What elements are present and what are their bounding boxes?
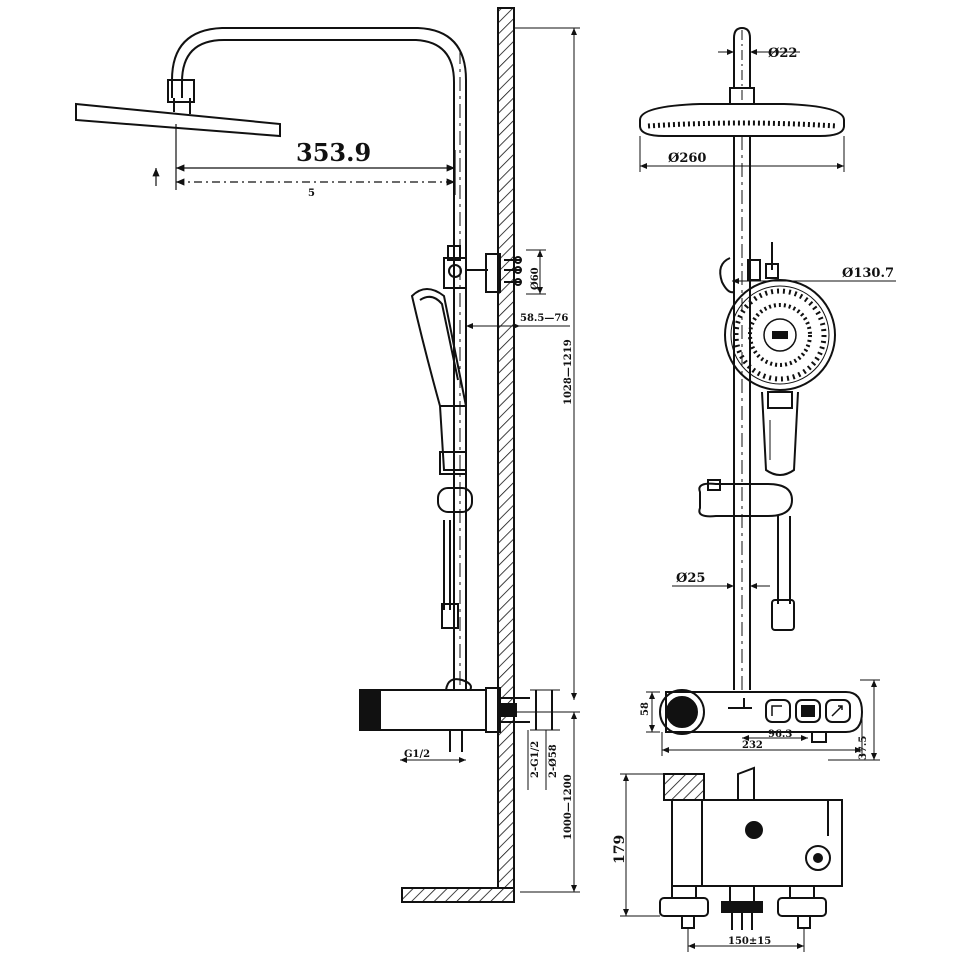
valve-inlet-label: G1/2 xyxy=(404,749,430,760)
valve-depth-label: 37.5 xyxy=(858,736,869,760)
valve-height-label: 58 xyxy=(640,702,651,716)
arm-reach-small-label: 5 xyxy=(308,188,315,199)
riser-front xyxy=(733,136,751,690)
valve-front xyxy=(659,689,864,743)
hand-shower-dia-label: Ø130.7 xyxy=(842,266,894,281)
hand-shower-side xyxy=(410,288,467,475)
body-height-label: 179 xyxy=(612,835,628,864)
valve-body-bottom xyxy=(659,766,843,930)
inlet-thread-label: 2-G1/2 xyxy=(530,741,541,778)
hand-shower-front xyxy=(724,279,836,476)
head-dia-label: Ø260 xyxy=(668,151,706,166)
wall-bracket xyxy=(443,245,546,295)
wall xyxy=(401,7,515,903)
valve-side xyxy=(359,678,580,752)
mount-height-label: 1000—1200 xyxy=(563,774,574,840)
bracket-offset-label: 58.5—76 xyxy=(520,313,568,324)
valve-offset-label: 96.3 xyxy=(768,729,792,740)
arm-reach-label: 353.9 xyxy=(296,138,371,167)
top-pipe xyxy=(733,26,751,88)
inlet-spacing-label: 150±15 xyxy=(728,936,771,947)
valve-width-label: 232 xyxy=(742,740,763,751)
bracket-dia-label: Ø60 xyxy=(530,267,541,290)
rain-head-side xyxy=(75,102,281,138)
slider-front xyxy=(698,479,795,631)
rain-head-front xyxy=(639,103,845,137)
arm-connector xyxy=(167,79,195,103)
rail-slider xyxy=(437,487,473,629)
total-height-label: 1028—1219 xyxy=(563,339,574,405)
arm-reach-dimension xyxy=(152,124,456,195)
top-pipe-dia-label: Ø22 xyxy=(768,46,797,61)
overhead-arm xyxy=(171,27,467,690)
bracket-front xyxy=(719,242,779,294)
side-view: 353.9 5 Ø60 58.5—76 xyxy=(75,7,580,903)
inlet-dia-label: 2-Ø58 xyxy=(548,744,559,778)
front-view: Ø22 Ø260 xyxy=(612,26,896,952)
rail-dia-label: Ø25 xyxy=(676,571,705,586)
